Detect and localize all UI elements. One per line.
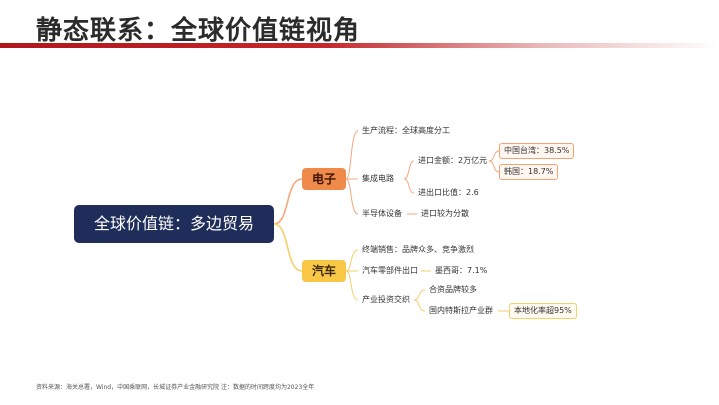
link-invest-tesla — [413, 299, 426, 312]
branch-electronics: 电子 — [302, 168, 346, 190]
leaf-industry-investment: 产业投资交织 — [362, 295, 410, 304]
leaf-parts-export: 汽车零部件出口 — [362, 266, 418, 275]
leaf-mexico-share: 墨西哥：7.1% — [435, 266, 488, 275]
leaf-semiconductor-equipment: 半导体设备 — [362, 209, 402, 218]
link-auto-invest — [345, 270, 359, 301]
link-auto-sales — [345, 249, 359, 272]
link-elec-production — [345, 130, 359, 180]
branch-auto: 汽车 — [302, 260, 346, 282]
mindmap-root-node: 全球价值链：多边贸易 — [74, 205, 274, 243]
link-root-auto — [273, 223, 303, 272]
link-invest-jv — [413, 289, 426, 301]
leaf-terminal-sales: 终端销售：品牌众多、竞争激烈 — [362, 245, 474, 254]
leaf-production: 生产流程：全球高度分工 — [362, 126, 450, 135]
leaf-ic: 集成电路 — [362, 174, 394, 183]
leaf-semi-import: 进口较为分散 — [421, 209, 469, 218]
source-note: 资料来源：海关总署，Wind，中国乘联网，长城证券产业金融研究院 注：数据的时间… — [36, 384, 315, 391]
leaf-tesla-cluster: 国内特斯拉产业群 — [429, 306, 493, 315]
leaf-korea-share: 韩国：18.7% — [499, 164, 559, 180]
title-underline — [0, 43, 719, 48]
leaf-io-ratio: 进出口比值：2.6 — [418, 188, 479, 197]
link-ic-ratio — [403, 178, 415, 194]
leaf-import-amount: 进口金额：2万亿元 — [418, 156, 488, 165]
link-root-electronics — [273, 178, 303, 225]
link-import-korea — [488, 160, 500, 173]
link-ic-import — [403, 160, 415, 180]
link-import-taiwan — [488, 150, 500, 162]
leaf-jv-brands: 合资品牌较多 — [429, 285, 477, 294]
leaf-taiwan-share: 中国台湾：38.5% — [499, 143, 575, 159]
link-elec-semi — [345, 178, 359, 215]
leaf-localization-rate: 本地化率超95% — [509, 303, 577, 319]
page-title: 静态联系：全球价值链视角 — [36, 16, 361, 46]
